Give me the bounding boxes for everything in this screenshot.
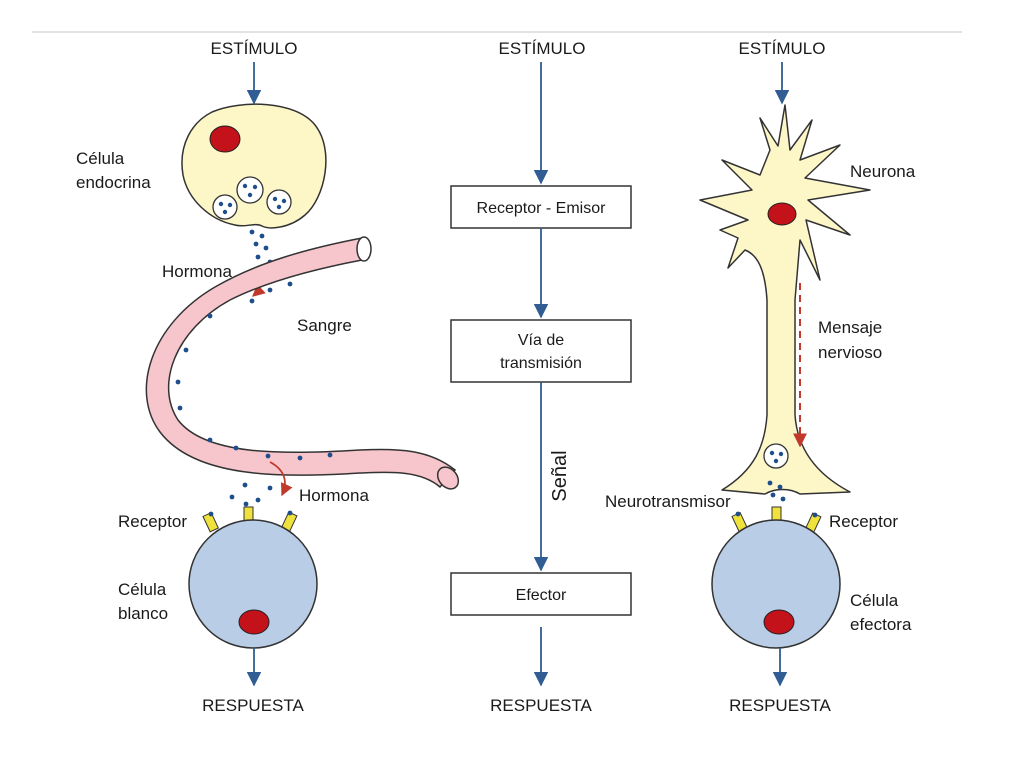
hormone-vesicles bbox=[212, 176, 292, 220]
receptor-label-nervous: Receptor bbox=[829, 512, 898, 531]
receptor-label-endocrine: Receptor bbox=[118, 512, 187, 531]
transmission-label: Vía de bbox=[518, 332, 564, 349]
target-nucleus bbox=[238, 609, 270, 635]
response-label-flow: RESPUESTA bbox=[490, 696, 592, 715]
target-cell-label-2: blanco bbox=[118, 604, 168, 623]
endocrine-column: ESTÍMULO Célula endocrina Hormona bbox=[76, 39, 460, 715]
hormone-label-top: Hormona bbox=[162, 262, 232, 281]
message-label-2: nervioso bbox=[818, 343, 882, 362]
blood-vessel-end-2 bbox=[436, 466, 460, 490]
signal-label: Señal bbox=[549, 450, 571, 501]
transmission-box bbox=[450, 319, 632, 383]
neuron-nucleus bbox=[767, 202, 797, 226]
endocrine-nucleus bbox=[209, 125, 241, 153]
message-label: Mensaje bbox=[818, 318, 882, 337]
neuron-label: Neurona bbox=[850, 162, 916, 181]
effector-cell-label-2: efectora bbox=[850, 615, 912, 634]
effector-cell bbox=[711, 519, 841, 649]
endocrine-cell bbox=[181, 103, 327, 229]
receptor-emitter-label: Receptor - Emisor bbox=[477, 200, 607, 217]
response-label-endocrine: RESPUESTA bbox=[202, 696, 304, 715]
response-label-nervous: RESPUESTA bbox=[729, 696, 831, 715]
effector-label: Efector bbox=[516, 587, 567, 604]
hormone-red-arrow-bottom bbox=[269, 461, 293, 497]
blood-vessel bbox=[145, 237, 457, 489]
neuron bbox=[699, 104, 871, 495]
effector-nucleus bbox=[763, 609, 795, 635]
nervous-column: ESTÍMULO Neurona Mensaje nervioso Neurot… bbox=[605, 39, 916, 715]
endocrine-cell-label: Célula bbox=[76, 149, 125, 168]
blood-hormone-dots bbox=[175, 281, 333, 461]
transmission-label-2: transmisión bbox=[500, 355, 582, 372]
stimulus-label-flow: ESTÍMULO bbox=[499, 39, 586, 58]
receptor-emitter-box bbox=[450, 185, 632, 229]
endocrine-cell-label-2: endocrina bbox=[76, 173, 151, 192]
blood-vessel-end bbox=[356, 236, 372, 262]
secreted-hormone-dots bbox=[249, 229, 273, 265]
effector-box bbox=[450, 572, 632, 616]
synaptic-vesicle bbox=[763, 443, 789, 469]
flow-column: ESTÍMULO Receptor - Emisor Vía de transm… bbox=[450, 39, 632, 715]
target-cell-label: Célula bbox=[118, 580, 167, 599]
blood-label: Sangre bbox=[297, 316, 352, 335]
neurotransmitter-dots bbox=[767, 480, 786, 502]
effector-cell-label: Célula bbox=[850, 591, 899, 610]
stimulus-label-endocrine: ESTÍMULO bbox=[211, 39, 298, 58]
stimulus-label-nervous: ESTÍMULO bbox=[739, 39, 826, 58]
neurotransmitter-label: Neurotransmisor bbox=[605, 492, 731, 511]
released-hormone-dots bbox=[229, 482, 273, 507]
target-cell bbox=[188, 519, 318, 649]
hormone-label-bottom: Hormona bbox=[299, 486, 369, 505]
